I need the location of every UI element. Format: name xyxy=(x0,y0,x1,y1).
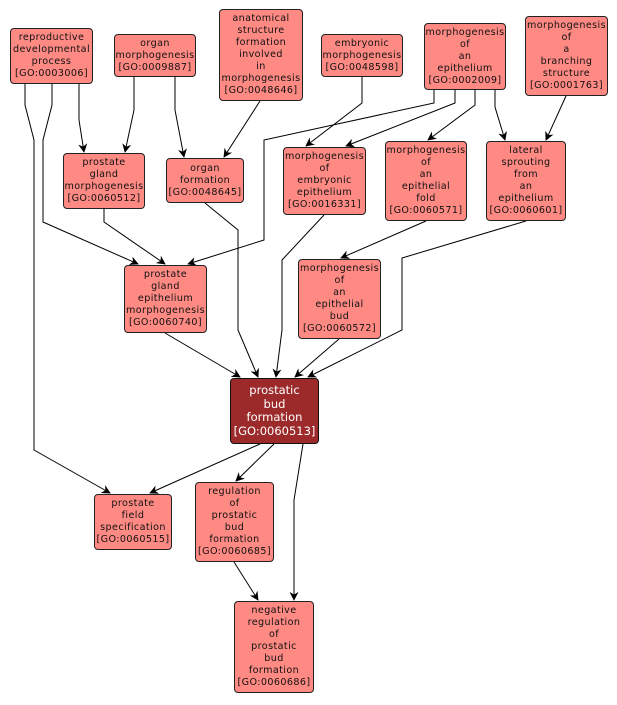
node-go-0003006[interactable]: reproductive developmental process [GO:0… xyxy=(10,28,93,84)
node-go-0060686[interactable]: negative regulation of prostatic bud for… xyxy=(234,601,314,693)
node-go-0060512[interactable]: prostate gland morphogenesis [GO:0060512… xyxy=(63,153,145,209)
node-go-0048646[interactable]: anatomical structure formation involved … xyxy=(219,9,303,101)
node-label: morphogenesis of an epithelial bud [GO:0… xyxy=(299,263,380,334)
node-go-0060571[interactable]: morphogenesis of an epithelial fold [GO:… xyxy=(385,141,467,221)
node-label: prostate gland epithelium morphogenesis … xyxy=(125,269,206,328)
edge-GO-0048598-to-GO-0016331 xyxy=(305,77,363,147)
edge-GO-0060513-to-GO-0060685 xyxy=(235,443,275,482)
edge-GO-0003006-to-GO-0060515 xyxy=(24,84,111,494)
edge-GO-0060513-to-GO-0060515 xyxy=(149,443,261,494)
edge-GO-0003006-to-GO-0060740 xyxy=(42,84,139,265)
node-label: reproductive developmental process [GO:0… xyxy=(12,32,91,79)
edge-GO-0001763-to-GO-0060601 xyxy=(545,95,567,141)
edge-GO-0002009-to-GO-0060601 xyxy=(494,90,507,141)
node-go-0048598[interactable]: embryonic morphogenesis [GO:0048598] xyxy=(321,34,403,77)
node-go-0060740[interactable]: prostate gland epithelium morphogenesis … xyxy=(124,265,207,333)
node-label: morphogenesis of an epithelial fold [GO:… xyxy=(386,145,466,216)
node-go-0001763[interactable]: morphogenesis of a branching structure [… xyxy=(525,16,608,96)
node-label: organ morphogenesis [GO:0009887] xyxy=(115,37,195,73)
node-label: prostatic bud formation [GO:0060513] xyxy=(233,383,316,438)
edge-GO-0003006-to-GO-0060512 xyxy=(78,84,88,153)
node-label: morphogenesis of a branching structure [… xyxy=(526,20,607,91)
edge-GO-0060571-to-GO-0060572 xyxy=(340,220,427,259)
edge-GO-0002009-to-GO-0060571 xyxy=(427,90,476,141)
edge-GO-0060513-to-GO-0060686 xyxy=(289,443,304,601)
node-go-0060685[interactable]: regulation of prostatic bud formation [G… xyxy=(195,482,274,562)
node-label: organ formation [GO:0048645] xyxy=(168,162,242,198)
node-label: embryonic morphogenesis [GO:0048598] xyxy=(322,37,402,73)
edge-GO-0016331-to-GO-0060513 xyxy=(272,214,325,378)
node-go-0060572[interactable]: morphogenesis of an epithelial bud [GO:0… xyxy=(298,259,381,339)
node-go-0048645[interactable]: organ formation [GO:0048645] xyxy=(166,158,244,203)
node-label: prostate gland morphogenesis [GO:0060512… xyxy=(64,157,144,204)
edge-GO-0002009-to-GO-0016331 xyxy=(345,90,456,148)
edge-GO-0009887-to-GO-0048645 xyxy=(174,77,187,158)
node-go-0009887[interactable]: organ morphogenesis [GO:0009887] xyxy=(114,34,196,77)
node-label: morphogenesis of an epithelium [GO:00020… xyxy=(425,26,505,86)
node-go-0016331[interactable]: morphogenesis of embryonic epithelium [G… xyxy=(283,147,366,215)
node-label: regulation of prostatic bud formation [G… xyxy=(197,486,272,557)
edge-GO-0060740-to-GO-0060513 xyxy=(164,332,241,378)
edge-GO-0002009-to-GO-0060740 xyxy=(187,90,435,266)
edge-GO-0060572-to-GO-0060513 xyxy=(294,338,340,378)
node-label: morphogenesis of embryonic epithelium [G… xyxy=(284,151,365,210)
node-label: negative regulation of prostatic bud for… xyxy=(237,605,311,688)
edge-GO-0048645-to-GO-0060513 xyxy=(204,202,259,378)
edge-GO-0048646-to-GO-0048645 xyxy=(223,100,261,158)
node-go-0060515[interactable]: prostate field specification [GO:0060515… xyxy=(94,494,172,550)
edge-GO-0060601-to-GO-0060513 xyxy=(307,220,527,378)
edge-GO-0060512-to-GO-0060740 xyxy=(103,209,166,265)
node-go-0060513-focus[interactable]: prostatic bud formation [GO:0060513] xyxy=(230,378,319,444)
node-go-0060601[interactable]: lateral sprouting from an epithelium [GO… xyxy=(486,141,566,221)
edge-GO-0060685-to-GO-0060686 xyxy=(233,561,259,601)
edge-GO-0009887-to-GO-0060512 xyxy=(122,77,135,153)
node-label: anatomical structure formation involved … xyxy=(221,13,301,96)
node-label: prostate field specification [GO:0060515… xyxy=(96,498,170,545)
node-go-0002009[interactable]: morphogenesis of an epithelium [GO:00020… xyxy=(424,23,506,90)
node-label: lateral sprouting from an epithelium [GO… xyxy=(489,145,563,216)
